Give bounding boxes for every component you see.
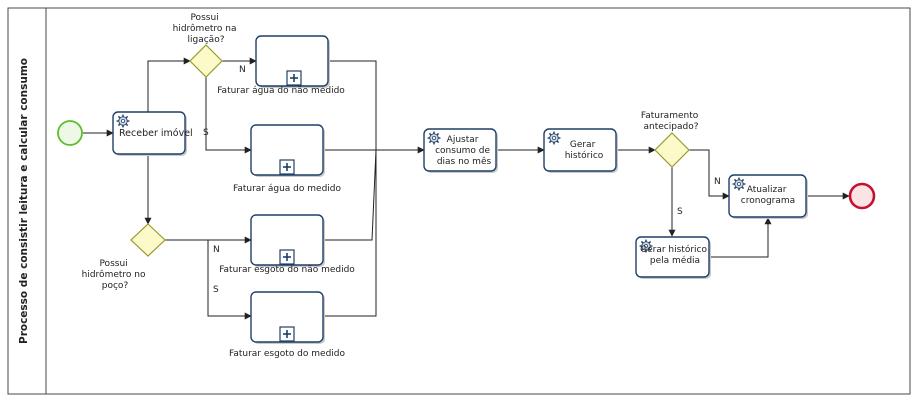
service-task-icon (547, 131, 561, 145)
task-label: Receber imóvel (119, 128, 193, 139)
flow-label-ligacao-s: S (203, 128, 209, 138)
subprocess-label-agua-medido: Faturar água do medido (233, 184, 341, 194)
flow-esgoto-medido-to-ajustar (323, 150, 377, 317)
gateway-ligacao[interactable] (189, 44, 223, 78)
subprocess-label-agua-nao-medido: Faturar água do não medido (217, 86, 345, 96)
end-event[interactable] (848, 182, 876, 210)
flow-agua-nao-medido-to-ajustar (330, 60, 377, 150)
flow-label-poco-s: S (213, 285, 219, 295)
flow-receber-to-gw-ligacao (147, 57, 191, 125)
flow-antecipado-n (689, 149, 730, 200)
sequence-flows (83, 57, 850, 320)
task-label: Gerar histórico pela média (640, 244, 710, 266)
gateway-label-poco: Possui hidrômetro no poço? (82, 259, 149, 291)
flow-label-ligacao-n: N (239, 65, 246, 75)
flow-label-antecipado-s: S (677, 207, 683, 217)
task-gerar-historico-media[interactable]: Gerar histórico pela média (635, 236, 711, 279)
subprocess-esgoto-nao-medido[interactable] (250, 214, 325, 267)
flow-label-antecipado-n: N (714, 177, 721, 187)
gateway-poco[interactable] (130, 223, 166, 257)
subprocess-agua-nao-medido[interactable] (255, 35, 330, 88)
task-label: Gerar histórico (565, 140, 604, 161)
flow-label-poco-n: N (213, 245, 220, 255)
flow-esgoto-nao-medido-to-ajustar (323, 149, 377, 241)
task-label: Ajustar consumo de dias no mês (435, 135, 493, 167)
service-task-icon (116, 114, 130, 128)
gateway-label-ligacao: Possui hidrômetro na ligação? (173, 13, 240, 45)
task-atualizar-cronograma[interactable]: Atualizar cronograma (728, 174, 808, 219)
subprocess-esgoto-medido[interactable] (250, 291, 325, 344)
gateway-label-antecipado: Faturamento antecipado? (641, 111, 701, 132)
flow-media-to-atualizar (709, 217, 772, 258)
service-task-icon (732, 177, 746, 191)
task-ajustar-consumo[interactable]: Ajustar consumo de dias no mês (423, 128, 498, 173)
subprocess-label-esgoto-medido: Faturar esgoto do medido (229, 349, 346, 359)
flow-ligacao-s (205, 77, 252, 154)
task-label: Atualizar cronograma (741, 185, 795, 206)
service-task-icon (427, 131, 441, 145)
task-gerar-historico[interactable]: Gerar histórico (543, 128, 618, 173)
start-event[interactable] (57, 120, 83, 146)
gateway-antecipado[interactable] (654, 132, 690, 168)
pool-label: Processo de consistir leitura e calcular… (18, 58, 30, 344)
subprocess-agua-medido[interactable] (250, 124, 325, 177)
flow-poco-s (207, 240, 252, 320)
subprocess-label-esgoto-nao-medido: Faturar esgoto do não medido (219, 265, 355, 275)
task-receber-imovel[interactable]: Receber imóvel (112, 111, 193, 156)
